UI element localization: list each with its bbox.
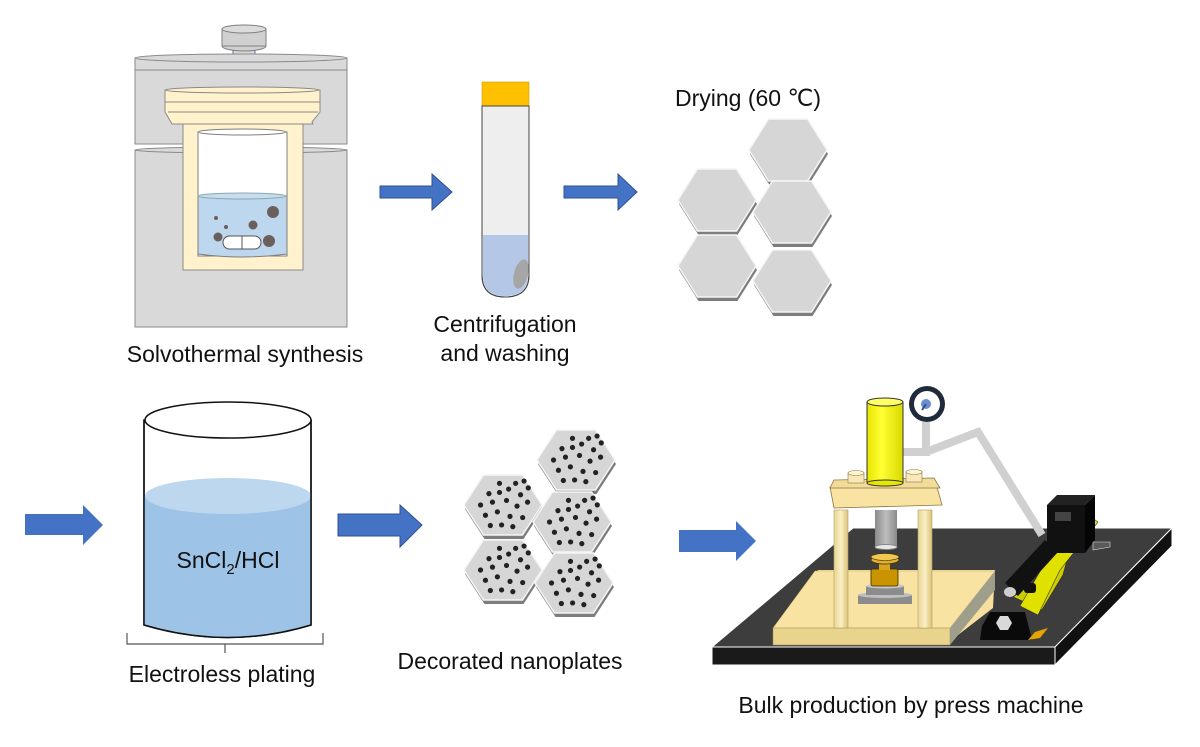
decorated-nanoplate [463,539,543,604]
dried-nanoplates-icon [677,118,832,316]
nanoplate [752,249,832,316]
solution-label: SnCl2/HCl [177,547,280,578]
autoclave-icon [134,24,348,328]
label-decorated-nanoplates: Decorated nanoplates [397,648,622,674]
nanoplate [677,168,757,235]
label-centrifugation-line2: and washing [440,340,569,366]
decorated-nanoplate [536,429,616,494]
beaker-icon [143,401,312,639]
label-press-machine: Bulk production by press machine [738,692,1083,718]
decorated-nanoplate [463,474,543,539]
label-drying: Drying (60 ℃) [675,85,821,111]
nanoplate [677,234,757,301]
arrow-icon [25,505,103,545]
label-electroless-plating: Electroless plating [129,661,316,687]
centrifuge-tube-icon [481,81,530,298]
press-machine-icon [710,386,1174,667]
label-centrifugation-line1: Centrifugation [433,311,576,337]
nanoplate [748,118,828,185]
arrow-icon [379,172,453,212]
brace-icon [126,633,324,653]
decorated-nanoplate [534,552,614,617]
nanoplate [752,180,832,247]
label-solvothermal: Solvothermal synthesis [127,341,364,367]
arrow-icon [563,172,638,212]
arrow-icon [337,503,423,549]
decorated-nanoplate [532,491,612,556]
arrow-icon [679,521,756,561]
decorated-nanoplates-icon [463,429,616,617]
